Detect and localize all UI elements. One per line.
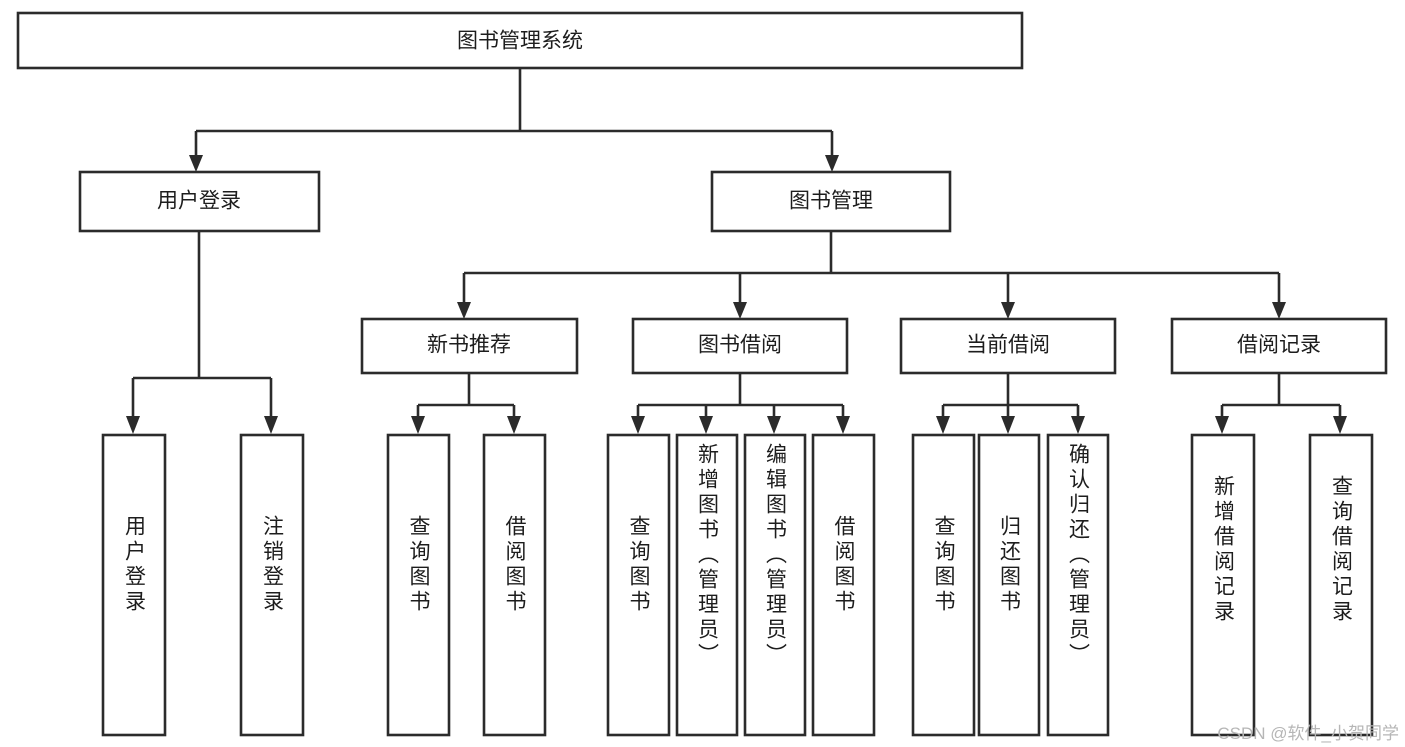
leaf-box-add-book-admin[interactable] [675, 433, 739, 737]
leaf-box-user-login[interactable] [101, 433, 167, 737]
connector-root-to-level2 [189, 68, 839, 172]
connector-newbook-to-leaves [411, 373, 521, 434]
node-root-label: 图书管理系统 [457, 30, 583, 53]
node-current-borrow-label: 当前借阅 [966, 334, 1050, 357]
leaf-box-add-record[interactable] [1190, 433, 1256, 737]
node-borrow-records-label: 借阅记录 [1237, 334, 1321, 357]
node-user-login-label: 用户登录 [157, 190, 241, 213]
node-borrow-records[interactable]: 借阅记录 [1170, 317, 1388, 375]
connector-current-to-leaves [936, 373, 1085, 434]
leaf-box-return-book[interactable] [977, 433, 1041, 737]
node-current-borrow[interactable]: 当前借阅 [899, 317, 1117, 375]
leaf-box-confirm-return[interactable] [1046, 433, 1110, 737]
connector-records-to-leaves [1215, 373, 1347, 434]
node-book-borrow[interactable]: 图书借阅 [631, 317, 849, 375]
node-book-management-label: 图书管理 [789, 190, 873, 213]
leaf-box-borrow-book-1[interactable] [482, 433, 547, 737]
connector-login-to-leaves [126, 231, 278, 434]
node-new-book-recommend[interactable]: 新书推荐 [360, 317, 579, 375]
node-user-login[interactable]: 用户登录 [78, 170, 321, 233]
node-book-borrow-label: 图书借阅 [698, 334, 782, 357]
leaf-box-query-record[interactable] [1308, 433, 1374, 737]
leaf-box-group [101, 433, 1374, 737]
csdn-watermark: CSDN @软件_小贺同学 [1217, 724, 1399, 743]
node-book-management[interactable]: 图书管理 [710, 170, 952, 233]
connector-bookmgmt-to-level3 [457, 231, 1286, 319]
leaf-box-edit-book-admin[interactable] [743, 433, 807, 737]
leaf-box-borrow-book-2[interactable] [811, 433, 876, 737]
leaf-box-logout[interactable] [239, 433, 305, 737]
leaf-box-query-book-2[interactable] [606, 433, 671, 737]
leaf-box-query-book-1[interactable] [386, 433, 451, 737]
connector-borrow-to-leaves [631, 373, 850, 434]
leaf-box-query-book-3[interactable] [911, 433, 976, 737]
node-new-book-recommend-label: 新书推荐 [427, 334, 511, 357]
node-root[interactable]: 图书管理系统 [16, 11, 1024, 70]
